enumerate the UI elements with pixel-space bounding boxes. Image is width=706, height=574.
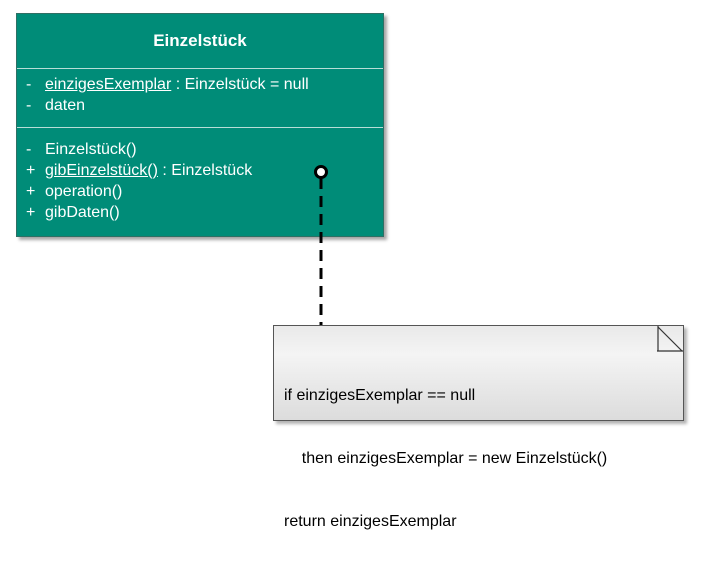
visibility-marker: +	[26, 183, 36, 200]
note-line: if einzigesExemplar == null	[284, 387, 476, 404]
note-folded-corner-icon	[657, 326, 683, 352]
operations-section: -Einzelstück() + gibEinzelstück() : Einze…	[26, 139, 252, 223]
divider	[17, 68, 383, 69]
attribute-row: -einzigesExemplar : Einzelstück = null	[26, 74, 309, 95]
attribute-name: einzigesExemplar	[45, 76, 172, 93]
uml-note: if einzigesExemplar == null then einzige…	[273, 325, 684, 530]
operation-row: + gibDaten()	[26, 202, 252, 223]
note-line: return einzigesExemplar	[284, 513, 457, 530]
visibility-marker: +	[26, 162, 36, 179]
operation-name: gibDaten()	[45, 204, 120, 221]
visibility-marker: +	[26, 204, 36, 221]
operation-name: operation()	[45, 183, 123, 200]
class-name: Einzelstück	[153, 31, 247, 50]
attributes-section: -einzigesExemplar : Einzelstück = null -…	[26, 74, 309, 116]
operation-type: : Einzelstück	[157, 162, 253, 179]
visibility-marker: -	[26, 97, 32, 114]
note-connector	[314, 165, 328, 325]
operation-row: + operation()	[26, 181, 252, 202]
operation-name: gibEinzelstück()	[45, 162, 158, 179]
visibility-marker: -	[26, 76, 32, 93]
note-text: if einzigesExemplar == null then einzige…	[284, 343, 607, 574]
operation-row: -Einzelstück()	[26, 139, 252, 160]
divider	[17, 127, 383, 128]
operation-row: + gibEinzelstück() : Einzelstück	[26, 160, 252, 181]
connector-anchor-circle	[314, 165, 328, 179]
attribute-name: daten	[45, 97, 86, 114]
visibility-marker: -	[26, 141, 32, 158]
note-line: then einzigesExemplar = new Einzelstück(…	[284, 450, 608, 467]
attribute-type: : Einzelstück = null	[171, 76, 309, 93]
uml-class-box: Einzelstück -einzigesExemplar : Einzelst…	[16, 13, 384, 237]
operation-name: Einzelstück()	[45, 141, 137, 158]
attribute-row: -daten	[26, 95, 309, 116]
